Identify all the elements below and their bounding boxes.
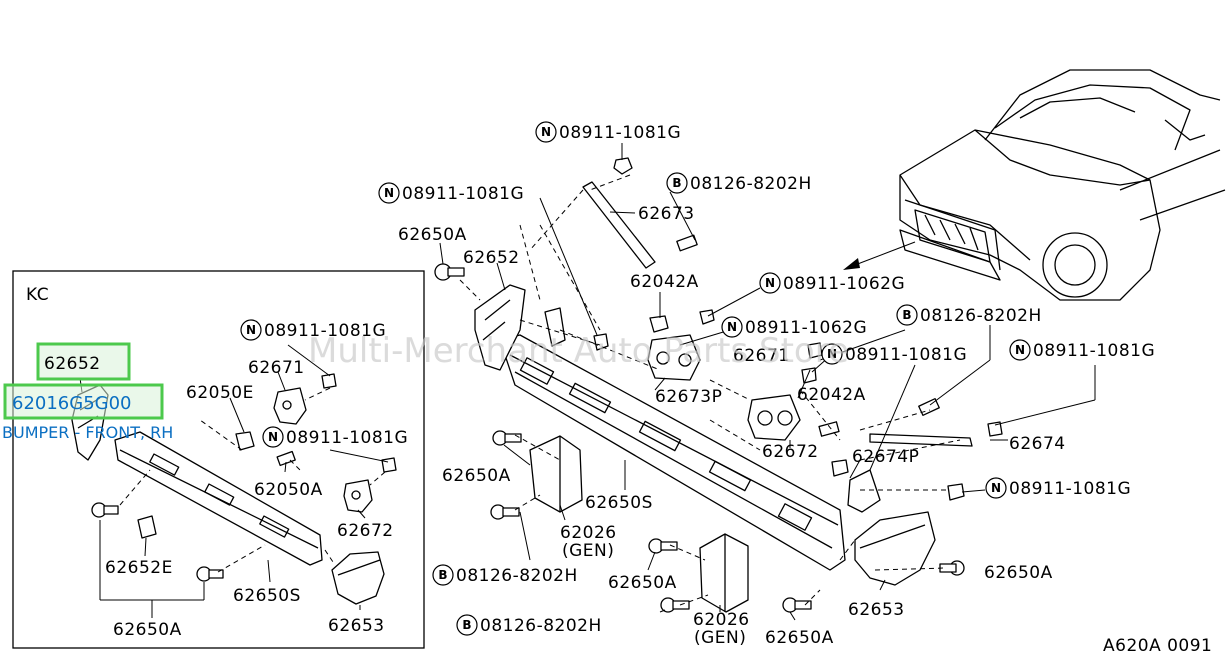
label-62042A-b: 62042A [797,385,866,405]
label-gen-a: (GEN) [562,541,614,561]
svg-text:B: B [902,308,911,322]
svg-text:08911-1081G: 08911-1081G [264,321,386,341]
label-08911-1081G-top: N 08911-1081G [535,121,681,143]
svg-text:08126-8202H: 08126-8202H [690,174,812,194]
svg-text:08911-1081G: 08911-1081G [1009,479,1131,499]
svg-text:N: N [765,276,775,290]
svg-text:B: B [462,618,471,632]
label-08911-1081G-r2: N 08911-1081G [1009,339,1155,361]
inset-label: KC [26,285,49,305]
label-62650A-d: 62650A [984,563,1053,583]
svg-text:N: N [541,125,551,139]
svg-text:08911-1062G: 08911-1062G [745,318,867,338]
svg-text:B: B [672,176,681,190]
vehicle-sketch [899,69,1226,301]
svg-text:N: N [1015,343,1025,357]
inset-label-08911-1081G-b: N 08911-1081G [262,426,408,448]
inset-label-62652E: 62652E [105,558,173,578]
label-62650A-a: 62650A [398,225,467,245]
inset-label-62672: 62672 [337,521,394,541]
label-62673P: 62673P [655,387,722,407]
svg-text:08911-1081G: 08911-1081G [286,428,408,448]
label-08911-1081G-r1: N 08911-1081G [821,343,967,365]
main-bumper-assembly [434,157,1003,613]
label-62026-a: 62026 [560,523,617,543]
label-62650A-b: 62650A [442,466,511,486]
label-08911-1062G-b: N 08911-1062G [721,316,867,338]
inset-label-62653: 62653 [328,616,385,636]
label-gen-b: (GEN) [694,628,746,648]
label-08126-8202H-right: B 08126-8202H [896,304,1042,326]
main-labels: N 08911-1081G B 08126-8202H N 08911-1081… [378,121,1212,656]
svg-text:08126-8202H: 08126-8202H [920,306,1042,326]
label-62671-main: 62671 [733,346,790,366]
label-08126-8202H-top: B 08126-8202H [666,172,812,194]
diagram-code: A620A 0091 [1103,636,1212,656]
svg-text:08911-1081G: 08911-1081G [1033,341,1155,361]
highlight-ref-box[interactable] [36,342,131,381]
direction-arrow [843,241,916,270]
label-62672-main: 62672 [762,442,819,462]
svg-text:08126-8202H: 08126-8202H [456,566,578,586]
svg-text:08911-1081G: 08911-1081G [845,345,967,365]
svg-text:N: N [991,481,1001,495]
svg-text:08911-1062G: 08911-1062G [783,274,905,294]
label-62673: 62673 [638,204,695,224]
highlight-part-number[interactable]: 62016G5G00 [12,393,132,414]
label-62652-main: 62652 [463,248,520,268]
inset-label-08911-1081G-a: N 08911-1081G [240,319,386,341]
svg-text:N: N [384,186,394,200]
label-62653-main: 62653 [848,600,905,620]
label-62674P: 62674P [852,447,919,467]
inset-label-62650A: 62650A [113,620,182,640]
svg-text:N: N [827,347,837,361]
label-62042A-a: 62042A [630,272,699,292]
label-08911-1081G-mid: N 08911-1081G [378,182,524,204]
label-08911-1081G-r3: N 08911-1081G [985,477,1131,499]
inset-label-62050A: 62050A [254,480,323,500]
svg-text:08911-1081G: 08911-1081G [559,123,681,143]
label-62674: 62674 [1009,434,1066,454]
main-leader-lines [439,143,1096,621]
svg-text:08911-1081G: 08911-1081G [402,184,524,204]
label-62650S-main: 62650S [585,493,653,513]
watermark: Multi-Merchant Auto Parts Store [308,331,849,371]
svg-text:08126-8202H: 08126-8202H [480,616,602,636]
highlight-partnumber-box[interactable] [3,383,164,420]
svg-text:N: N [727,320,737,334]
label-08126-8202H-bot: B 08126-8202H [432,564,578,586]
svg-text:B: B [438,568,447,582]
kc-inset: KC [12,270,425,649]
label-62650A-c: 62650A [608,573,677,593]
inset-label-62650S: 62650S [233,586,301,606]
inset-label-62671: 62671 [248,358,305,378]
highlight-description[interactable]: BUMPER - FRONT, RH [2,423,173,442]
label-62026-b: 62026 [693,610,750,630]
highlight-ref-label[interactable]: 62652 [44,354,101,374]
svg-text:N: N [246,323,256,337]
label-62650A-e: 62650A [765,628,834,648]
svg-text:N: N [268,430,278,444]
highlight-callout[interactable]: 62652 62016G5G00 BUMPER - FRONT, RH [2,342,173,442]
label-08126-8202H-bot2: B 08126-8202H [456,614,602,636]
label-08911-1062G-a: N 08911-1062G [759,272,905,294]
inset-label-62050E: 62050E [186,383,254,403]
